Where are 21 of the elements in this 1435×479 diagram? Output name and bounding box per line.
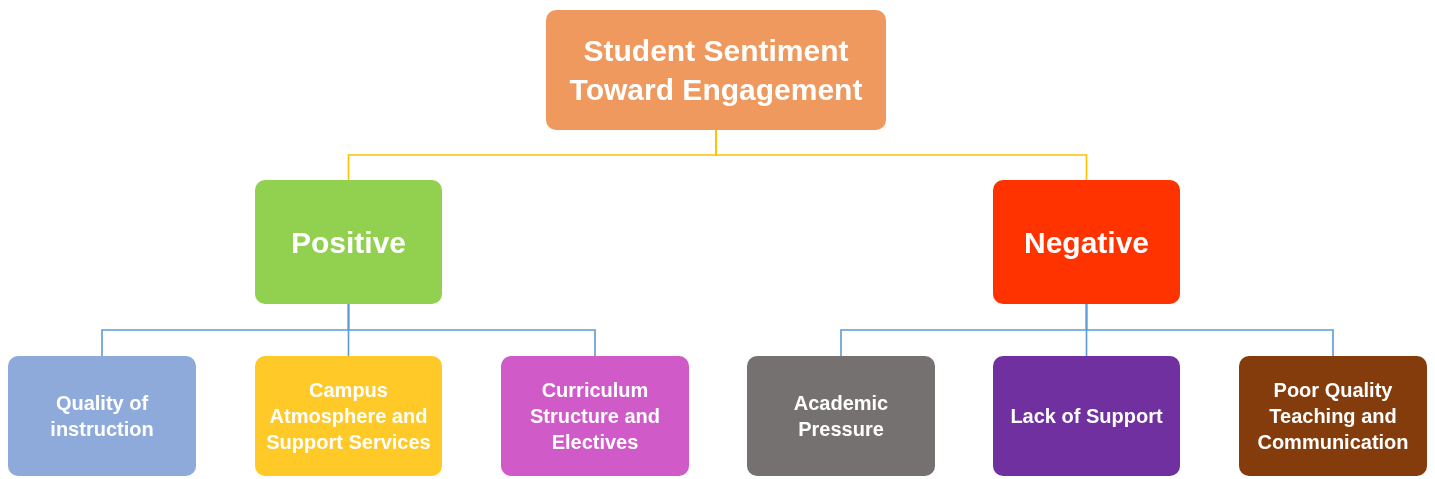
node-label: Poor Quality Teaching and Communication [1256, 378, 1410, 455]
node-label: Quality of instruction [49, 391, 155, 442]
connector-line [1085, 303, 1334, 357]
category-box [255, 180, 442, 304]
node-label: Student Sentiment Toward Engagement [568, 33, 864, 108]
node-label: Academic Pressure [792, 391, 890, 442]
node-label: Lack of Support [1010, 404, 1163, 429]
node-label: Campus Atmosphere and Support Services [265, 378, 432, 455]
theme-box [993, 356, 1180, 476]
theme-box [8, 356, 196, 476]
theme-box [747, 356, 935, 476]
title-box [546, 10, 886, 130]
connector-line [715, 129, 1088, 181]
category-box [993, 180, 1180, 304]
connector-line [347, 303, 596, 357]
node-label: Negative [1023, 224, 1150, 261]
node-label: Positive [290, 224, 407, 261]
node-label: Curriculum Structure and Electives [529, 378, 661, 455]
theme-box [255, 356, 442, 476]
theme-box [501, 356, 689, 476]
theme-box [1239, 356, 1427, 476]
